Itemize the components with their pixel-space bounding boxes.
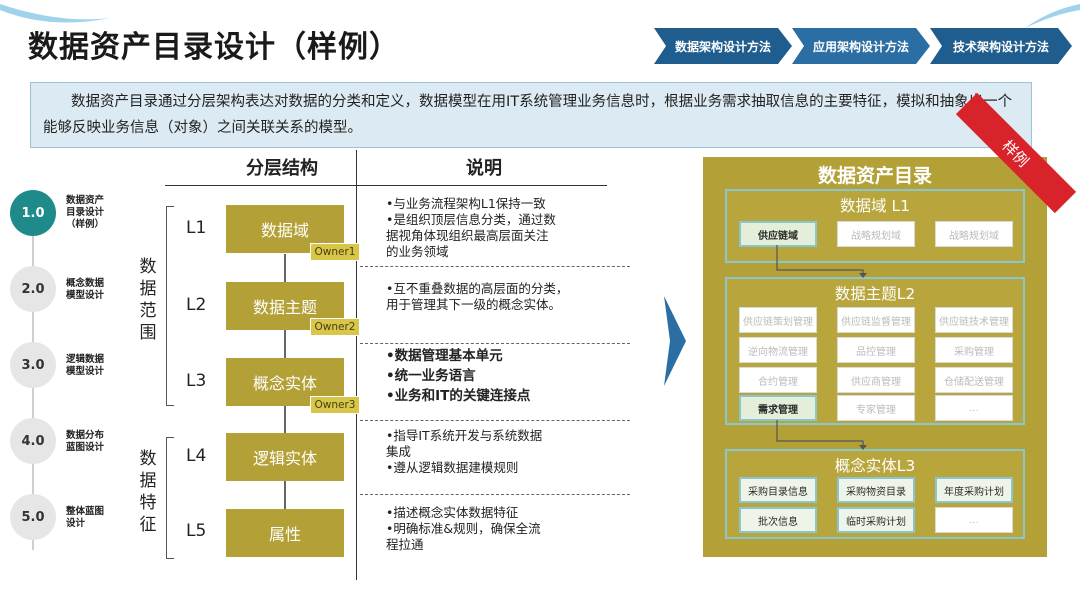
step-number: 1.0 [21,205,45,221]
step-4[interactable]: 4.0 [10,418,56,464]
group-label-feature: 数据特征 [139,449,157,535]
intro-box: 数据资产目录通过分层架构表达对数据的分类和定义，数据模型在用IT系统管理业务信息… [30,82,1032,148]
step-number: 3.0 [21,357,45,373]
nav-label: 技术架构设计方法 [952,39,1049,54]
nav-label: 应用架构设计方法 [812,39,909,54]
nav-application-architecture[interactable]: 应用架构设计方法 [792,28,930,64]
chevron-shape [792,28,930,64]
section-title-l1: 数据域 L1 [840,197,910,215]
level-desc-l1: •与业务流程架构L1保持一致•是组织顶层信息分类，通过数 据视角体现组织最高层面… [386,196,556,259]
owner-tag-2: Owner2 [310,318,360,336]
cell-l3[interactable]: 批次信息 [739,507,817,533]
step-2[interactable]: 2.0 [10,266,56,312]
level-code-l2: L2 [186,295,207,315]
row-separator [360,494,630,495]
owner-tag-1: Owner1 [310,243,360,261]
cell-l2[interactable]: 供应商管理 [837,367,915,393]
cell-l2[interactable]: 采购管理 [935,337,1013,363]
cell-l3[interactable]: 采购物资目录 [837,477,915,503]
level-desc-l5: •描述概念实体数据特征•明确标准&规则，确保全流 程拉通 [386,505,541,552]
chevron-shape [930,28,1072,64]
section-title-l3: 概念实体L3 [834,457,916,475]
cell-l2[interactable]: 供应链技术管理 [935,307,1013,333]
section-title-l2: 数据主题L2 [834,285,916,303]
step-3[interactable]: 3.0 [10,342,56,388]
level-box-l4: 逻辑实体 [226,433,344,481]
corner-swoosh-decoration-right [1025,4,1080,28]
group-label-scope: 数据范围 [139,257,157,343]
header-underline [165,185,607,186]
page-title: 数据资产目录设计（样例） [28,30,400,65]
step-1-label: 数据资产目录设计（样例） [66,195,105,230]
cell-l2[interactable]: 供应链监督管理 [837,307,915,333]
cell-l1[interactable]: 战略规划域 [935,221,1013,247]
group-bracket-feature [166,437,174,559]
data-asset-catalog: 数据资产目录 数据域 L1 供应链域 战略规划域 战略规划域 数据主题L2 供应… [703,157,1047,557]
level-desc-l2: •互不重叠数据的高层面的分类， 用于管理其下一级的概念实体。 [386,281,569,312]
cell-l3[interactable]: 年度采购计划 [935,477,1013,503]
step-5-label: 整体蓝图设计 [66,506,105,529]
structure-header: 分层结构 [246,158,318,179]
cell-l1[interactable]: 供应链域 [739,221,817,247]
level-code-l5: L5 [186,521,207,541]
level-code-l4: L4 [186,446,207,466]
owner-tag-3: Owner3 [310,396,360,414]
row-separator [360,266,630,267]
step-2-label: 概念数据模型设计 [66,278,105,301]
nav-label: 数据架构设计方法 [674,39,771,54]
catalog-connector-arrows [776,245,867,450]
chevron-shape [654,28,792,64]
step-4-label: 数据分布蓝图设计 [66,430,105,453]
level-desc-l4: •指导IT系统开发与系统数据 集成•遵从逻辑数据建模规则 [386,428,543,475]
step-number: 5.0 [21,509,45,525]
description-header: 说明 [466,158,502,179]
level-desc-l3: •数据管理基本单元•统一业务语言•业务和IT的关键连接点 [386,348,531,404]
nav-technology-architecture[interactable]: 技术架构设计方法 [930,28,1072,64]
cell-l2[interactable]: 品控管理 [837,337,915,363]
row-separator [360,420,630,421]
catalog-section-l1: 数据域 L1 供应链域 战略规划域 战略规划域 [725,189,1025,263]
row-separator [360,343,630,344]
step-3-label: 逻辑数据模型设计 [66,354,105,377]
level-code-l1: L1 [186,218,207,238]
cell-l3[interactable]: 临时采购计划 [837,507,915,533]
step-5[interactable]: 5.0 [10,494,56,540]
cell-l2[interactable]: 逆向物流管理 [739,337,817,363]
cell-l2[interactable]: 供应链策划管理 [739,307,817,333]
column-divider [356,150,357,580]
catalog-section-l2: 数据主题L2 供应链策划管理 供应链监督管理 供应链技术管理 逆向物流管理 品控… [725,277,1025,425]
corner-swoosh-decoration [0,4,110,23]
intro-text: 数据资产目录通过分层架构表达对数据的分类和定义，数据模型在用IT系统管理业务信息… [43,94,1013,136]
cell-l2[interactable]: 合约管理 [739,367,817,393]
cell-l1[interactable]: 战略规划域 [837,221,915,247]
cell-l3[interactable]: 采购目录信息 [739,477,817,503]
step-1[interactable]: 1.0 [10,190,56,236]
level-box-l5: 属性 [226,509,344,557]
nav-data-architecture[interactable]: 数据架构设计方法 [654,28,792,64]
group-bracket-scope [166,206,174,406]
cell-l2[interactable]: 需求管理 [739,395,817,421]
cell-l2[interactable]: 专家管理 [837,395,915,421]
step-number: 4.0 [21,433,45,449]
cell-l2[interactable]: 仓储配送管理 [935,367,1013,393]
catalog-title: 数据资产目录 [817,165,932,187]
catalog-section-l3: 概念实体L3 采购目录信息 采购物资目录 年度采购计划 批次信息 临时采购计划 … [725,449,1025,539]
right-arrow-icon [664,296,686,386]
step-number: 2.0 [21,281,45,297]
cell-l2[interactable]: ... [935,395,1013,421]
level-code-l3: L3 [186,371,207,391]
cell-l3[interactable]: ... [935,507,1013,533]
